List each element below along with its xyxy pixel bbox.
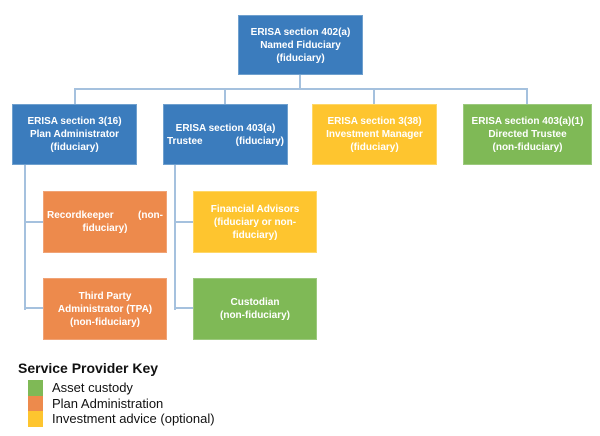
connector-line bbox=[24, 165, 26, 310]
connector-line bbox=[526, 90, 528, 104]
legend-item-label: Plan Administration bbox=[52, 395, 164, 411]
node-text-line: (fiduciary or non- bbox=[213, 216, 297, 228]
node-custodian: Custodian (non-fiduciary) bbox=[193, 278, 317, 340]
node-directed-trustee: ERISA section 403(a)(1) Directed Trustee (… bbox=[463, 104, 592, 165]
connector-line bbox=[299, 74, 301, 89]
node-text-line: (fiduciary) bbox=[276, 52, 325, 64]
legend-item-label: Asset custody bbox=[52, 380, 133, 396]
connector-line bbox=[26, 307, 44, 309]
legend-item-label: Investment advice (optional) bbox=[52, 411, 215, 427]
node-text-line: ERISA section 3(38) bbox=[327, 116, 422, 127]
legend-title: Service Provider Key bbox=[18, 360, 159, 376]
node-text-line: ERISA section 3(16) bbox=[27, 116, 122, 127]
node-text-line: Trustee(fiduciary) bbox=[167, 135, 284, 147]
node-text-line: Third Party bbox=[78, 290, 132, 302]
node-financial-advisors: Financial Advisors(fiduciary or non-fidu… bbox=[193, 191, 317, 253]
legend-item: Asset custody bbox=[28, 380, 215, 396]
node-text-line: Administrator (TPA) bbox=[57, 303, 153, 315]
node-investment-manager: ERISA section 3(38) Investment Manager (fi… bbox=[312, 104, 437, 165]
node-named-fiduciary: ERISA section 402(a)Named Fiduciary(fidu… bbox=[238, 15, 363, 75]
swatch-yellow bbox=[28, 411, 43, 427]
node-recordkeeper: Recordkeeper(non-fiduciary) bbox=[43, 191, 167, 253]
connector-line bbox=[174, 165, 176, 310]
connector-line bbox=[373, 90, 375, 104]
connector-line bbox=[26, 221, 44, 223]
connector-line bbox=[176, 221, 194, 223]
node-text-line: (non-fiduciary) bbox=[70, 316, 140, 328]
node-text-line: ERISA section 403(a)(1) bbox=[471, 116, 584, 127]
node-text-line: Named Fiduciary bbox=[260, 39, 341, 51]
legend-item: Plan Administration bbox=[28, 395, 215, 411]
connector-line bbox=[74, 88, 528, 90]
node-text-line: fiduciary) bbox=[232, 229, 278, 241]
node-text-line: fiduciary) bbox=[82, 223, 128, 234]
legend-item: Investment advice (optional) bbox=[28, 411, 215, 427]
node-text-line: (non-fiduciary) bbox=[492, 142, 563, 153]
connector-line bbox=[176, 307, 194, 309]
node-trustee: ERISA section 403(a)Trustee(fiduciary) bbox=[163, 104, 288, 165]
node-text-line: ERISA section 402(a) bbox=[250, 26, 351, 38]
node-text-line: (non-fiduciary) bbox=[220, 310, 290, 321]
connector-line bbox=[74, 90, 76, 104]
node-plan-administrator: ERISA section 3(16) Plan Administrator (fi… bbox=[12, 104, 137, 165]
node-text-line: Financial Advisors bbox=[210, 203, 300, 215]
node-text-line: Recordkeeper(non- bbox=[47, 210, 163, 221]
node-text-line: Plan Administrator bbox=[29, 129, 120, 140]
swatch-orange bbox=[28, 395, 43, 411]
node-text-line: Investment Manager bbox=[326, 129, 423, 140]
node-text-line: Custodian bbox=[230, 297, 280, 308]
connector-line bbox=[224, 90, 226, 104]
swatch-green bbox=[28, 380, 43, 396]
node-text-line: (fiduciary) bbox=[50, 142, 99, 153]
node-text-line: (fiduciary) bbox=[350, 142, 399, 153]
node-text-line: ERISA section 403(a) bbox=[175, 122, 276, 134]
node-text-line: Directed Trustee bbox=[488, 129, 567, 140]
